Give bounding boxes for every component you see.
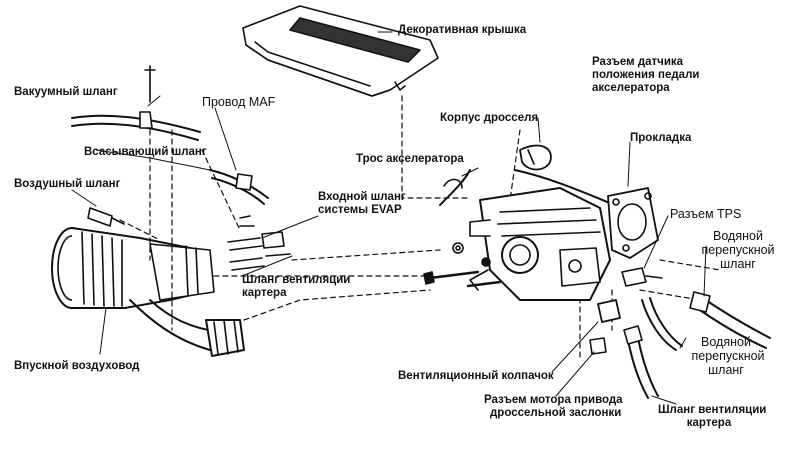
grommet-part xyxy=(443,178,463,189)
label-vacuum-hose: Вакуумный шланг xyxy=(14,86,118,98)
gasket-part xyxy=(607,187,659,259)
label-pedal-sensor-line1: Разъем датчика xyxy=(592,56,684,68)
label-accelerator-cable: Трос акселератора xyxy=(356,153,464,165)
label-water-bypass-bottom-line3: шланг xyxy=(708,363,744,377)
intake-hose-part xyxy=(209,169,269,227)
tps-connector-part xyxy=(621,267,663,287)
label-crank-vent-right-line2: картера xyxy=(686,417,732,429)
label-evap-hose-line1: Входной шланг xyxy=(318,191,406,203)
label-throttle-body: Корпус дросселя xyxy=(440,112,539,124)
label-crank-vent-right-line1: Шланг вентиляции xyxy=(658,404,767,416)
label-motor-connector-line1: Разъем мотора привода xyxy=(484,394,623,406)
label-vent-cap: Вентиляционный колпачок xyxy=(398,370,554,382)
label-gasket: Прокладка xyxy=(630,132,692,144)
decorative-cover-part xyxy=(242,5,439,97)
label-water-bypass-bottom-line2: перепускной xyxy=(691,349,765,363)
label-maf-wire: Провод MAF xyxy=(202,95,276,109)
label-crank-vent-left-line2: картера xyxy=(242,287,287,299)
label-water-bypass-bottom-line1: Водяной xyxy=(701,335,751,349)
mounting-bolts-part xyxy=(423,242,502,288)
pedal-sensor-connector-part xyxy=(519,144,552,171)
vacuum-hose-part xyxy=(71,65,201,141)
air-hose-fitting xyxy=(87,207,125,227)
motor-connector-part xyxy=(589,337,607,355)
label-tps-connector: Разъем TPS xyxy=(670,207,742,221)
label-decorative-cover: Декоративная крышка xyxy=(398,24,527,36)
label-water-bypass-top-line2: перепускной xyxy=(701,243,775,257)
leader-lines xyxy=(71,31,707,405)
throttle-body-part xyxy=(469,187,611,301)
label-pedal-sensor-line3: акселератора xyxy=(592,82,670,94)
label-water-bypass-top-line3: шланг xyxy=(720,257,756,271)
label-air-hose: Воздушный шланг xyxy=(14,178,121,190)
label-crank-vent-left-line1: Шланг вентиляции xyxy=(242,274,351,286)
label-intake-hose: Всасывающий шланг xyxy=(84,146,207,158)
label-intake-duct: Впускной воздуховод xyxy=(14,360,140,372)
label-evap-hose-line2: системы EVAP xyxy=(318,204,402,216)
label-pedal-sensor-line2: положения педали xyxy=(592,69,700,81)
evap-hoses-part xyxy=(227,231,291,271)
label-water-bypass-top-line1: Водяной xyxy=(713,229,763,243)
water-bypass-hose-top xyxy=(689,291,771,349)
intake-duct-part xyxy=(51,227,245,357)
water-bypass-hose-bottom xyxy=(641,297,683,351)
vent-cap-part xyxy=(597,299,621,323)
label-motor-connector-line2: дроссельной заслонки xyxy=(490,407,622,419)
crank-vent-hose-right xyxy=(623,325,659,399)
